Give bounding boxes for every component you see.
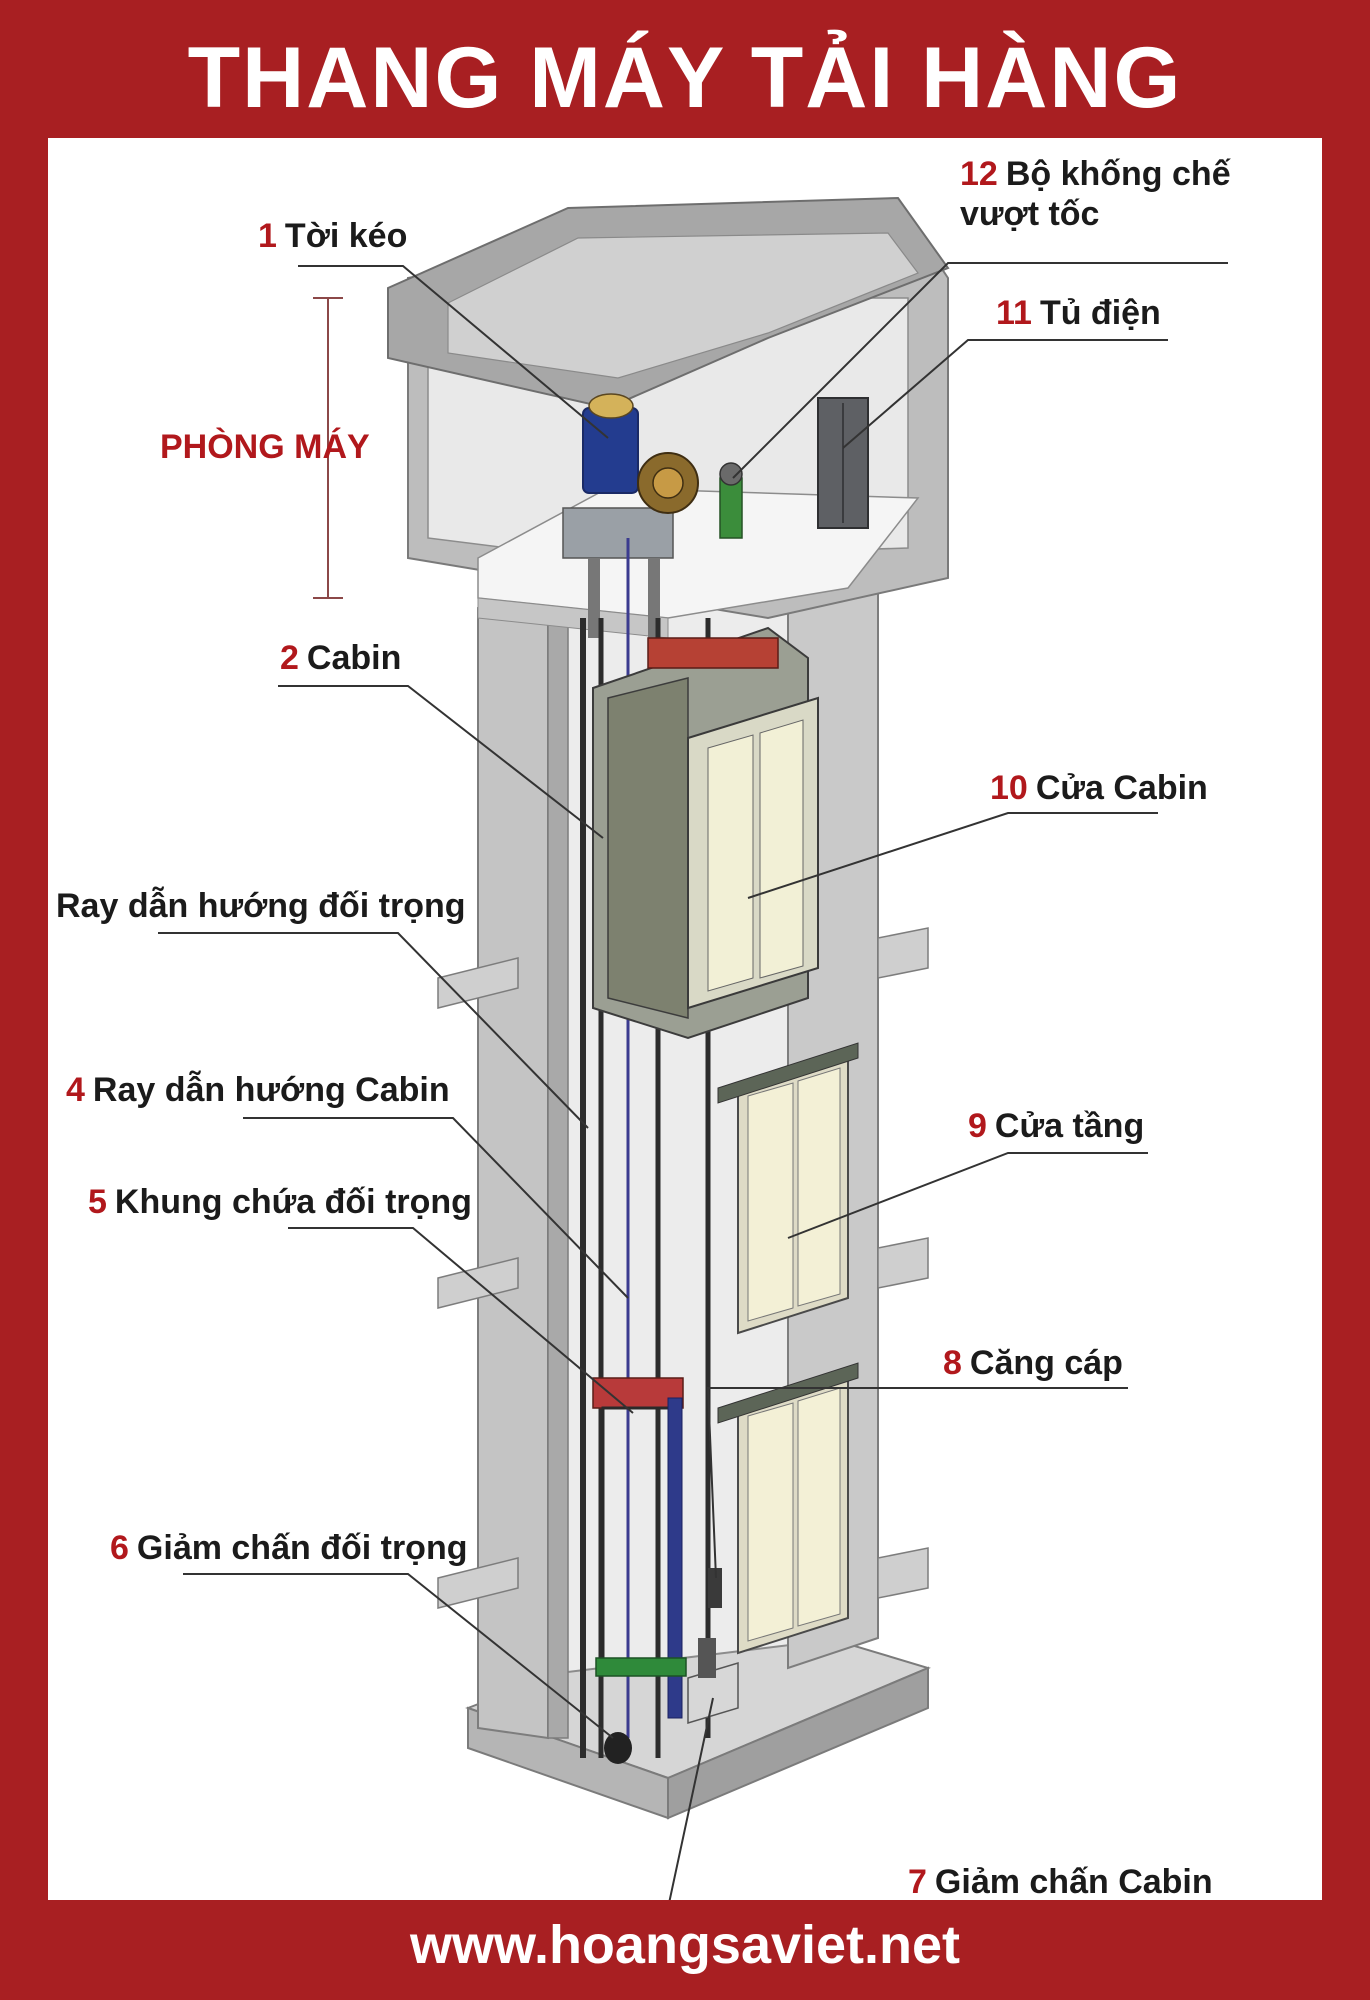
label-counterweight-rail: Ray dẫn hướng đối trọng bbox=[56, 887, 466, 925]
page-title: THANG MÁY TẢI HÀNG bbox=[187, 30, 1183, 126]
pit-slab-right bbox=[667, 1666, 929, 1820]
overspeed-governor bbox=[719, 477, 743, 539]
elevator-shaft-illustration bbox=[158, 196, 1228, 1900]
floor-ledge bbox=[877, 1547, 929, 1599]
cabin-crosshead bbox=[647, 637, 779, 669]
floor-ledge bbox=[877, 1237, 929, 1289]
machine-room-label: PHÒNG MÁY bbox=[160, 428, 370, 466]
floor-ledge bbox=[877, 927, 929, 979]
traction-machine-base bbox=[562, 507, 674, 559]
footer-url: www.hoangsaviet.net bbox=[409, 1915, 961, 1975]
leader-lines bbox=[158, 262, 1228, 1900]
counterweight-buffer bbox=[604, 1732, 632, 1764]
traction-motor bbox=[582, 407, 639, 494]
rope-tensioner bbox=[708, 1568, 722, 1608]
